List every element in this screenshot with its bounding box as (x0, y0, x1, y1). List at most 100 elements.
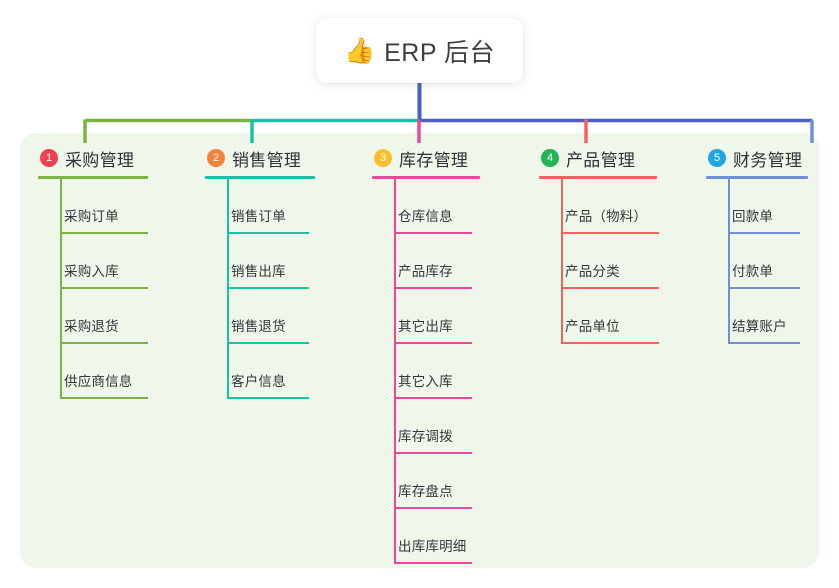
leaf-label: 出库库明细 (398, 539, 467, 554)
thumbs-up-icon: 👍 (343, 37, 376, 65)
leaf-rule (728, 287, 800, 289)
leaf-rule (60, 287, 148, 289)
leaf-rule (227, 287, 309, 289)
leaf-label: 其它入库 (398, 374, 453, 389)
leaf-rule (728, 342, 800, 344)
branch-items: 销售订单销售出库销售退货客户信息 (205, 179, 315, 399)
leaf-item[interactable]: 销售退货 (205, 289, 315, 344)
branch-rule (205, 176, 315, 179)
leaf-item[interactable]: 其它出库 (372, 289, 480, 344)
branch-label: 采购管理 (65, 150, 135, 170)
branch-spine (561, 179, 563, 344)
branch-spine (227, 179, 229, 399)
branch-column-5: 5 财务管理回款单付款单结算账户 (706, 146, 808, 344)
leaf-rule (561, 287, 659, 289)
leaf-rule (60, 342, 148, 344)
leaf-rule (561, 342, 659, 344)
leaf-item[interactable]: 采购入库 (38, 234, 148, 289)
branch-spine (394, 179, 396, 564)
leaf-label: 仓库信息 (398, 209, 453, 224)
leaf-rule (394, 397, 472, 399)
leaf-item[interactable]: 采购订单 (38, 179, 148, 234)
leaf-label: 销售出库 (231, 264, 286, 279)
branch-items: 仓库信息产品库存其它出库其它入库库存调拨库存盘点出库库明细 (372, 179, 480, 564)
branch-items: 采购订单采购入库采购退货供应商信息 (38, 179, 148, 399)
leaf-item[interactable]: 销售订单 (205, 179, 315, 234)
leaf-label: 产品（物料） (565, 209, 648, 224)
branch-column-1: 1 采购管理采购订单采购入库采购退货供应商信息 (38, 146, 148, 399)
leaf-label: 销售退货 (231, 319, 286, 334)
leaf-label: 采购退货 (64, 319, 119, 334)
leaf-item[interactable]: 付款单 (706, 234, 808, 289)
branch-spine (728, 179, 730, 344)
leaf-item[interactable]: 产品单位 (539, 289, 659, 344)
branch-spine (60, 179, 62, 399)
leaf-label: 产品分类 (565, 264, 620, 279)
leaf-item[interactable]: 客户信息 (205, 344, 315, 399)
leaf-item[interactable]: 库存调拨 (372, 399, 480, 454)
branches-panel (20, 133, 819, 568)
leaf-label: 采购入库 (64, 264, 119, 279)
leaf-item[interactable]: 出库库明细 (372, 509, 480, 564)
branch-badge-2: 2 (207, 149, 225, 167)
leaf-rule (394, 507, 472, 509)
leaf-item[interactable]: 结算账户 (706, 289, 808, 344)
leaf-rule (394, 232, 472, 234)
leaf-item[interactable]: 采购退货 (38, 289, 148, 344)
leaf-item[interactable]: 其它入库 (372, 344, 480, 399)
leaf-label: 其它出库 (398, 319, 453, 334)
leaf-label: 产品库存 (398, 264, 453, 279)
branch-badge-3: 3 (374, 149, 392, 167)
leaf-label: 产品单位 (565, 319, 620, 334)
leaf-rule (227, 232, 309, 234)
leaf-label: 采购订单 (64, 209, 119, 224)
branch-header-1[interactable]: 1 采购管理 (38, 146, 148, 170)
leaf-item[interactable]: 仓库信息 (372, 179, 480, 234)
leaf-label: 销售订单 (231, 209, 286, 224)
leaf-label: 库存调拨 (398, 429, 453, 444)
branch-badge-1: 1 (40, 149, 58, 167)
branch-rule (372, 176, 480, 179)
leaf-rule (394, 452, 472, 454)
branch-label: 财务管理 (733, 150, 803, 170)
leaf-rule (60, 397, 148, 399)
branch-badge-4: 4 (541, 149, 559, 167)
leaf-rule (394, 342, 472, 344)
leaf-rule (561, 232, 659, 234)
leaf-item[interactable]: 产品分类 (539, 234, 659, 289)
leaf-item[interactable]: 销售出库 (205, 234, 315, 289)
branch-rule (706, 176, 808, 179)
root-node[interactable]: 👍 ERP 后台 (316, 18, 523, 83)
branch-items: 回款单付款单结算账户 (706, 179, 808, 344)
leaf-label: 客户信息 (231, 374, 286, 389)
leaf-label: 供应商信息 (64, 374, 133, 389)
root-title: ERP 后台 (384, 38, 496, 67)
branch-header-5[interactable]: 5 财务管理 (706, 146, 808, 170)
leaf-label: 付款单 (732, 264, 774, 279)
leaf-label: 库存盘点 (398, 484, 453, 499)
branch-rule (539, 176, 657, 179)
branch-items: 产品（物料） 产品分类产品单位 (539, 179, 659, 344)
leaf-label: 结算账户 (732, 319, 787, 334)
leaf-rule (227, 342, 309, 344)
leaf-rule (728, 232, 800, 234)
leaf-rule (394, 562, 472, 564)
branch-rule (38, 176, 148, 179)
branch-column-3: 3 库存管理仓库信息产品库存其它出库其它入库库存调拨库存盘点出库库明细 (372, 146, 480, 564)
leaf-rule (227, 397, 309, 399)
leaf-item[interactable]: 产品（物料） (539, 179, 659, 234)
branch-header-3[interactable]: 3 库存管理 (372, 146, 480, 170)
leaf-rule (60, 232, 148, 234)
leaf-item[interactable]: 产品库存 (372, 234, 480, 289)
leaf-item[interactable]: 供应商信息 (38, 344, 148, 399)
branch-badge-5: 5 (708, 149, 726, 167)
leaf-item[interactable]: 库存盘点 (372, 454, 480, 509)
leaf-item[interactable]: 回款单 (706, 179, 808, 234)
leaf-label: 回款单 (732, 209, 774, 224)
branch-label: 库存管理 (399, 150, 469, 170)
